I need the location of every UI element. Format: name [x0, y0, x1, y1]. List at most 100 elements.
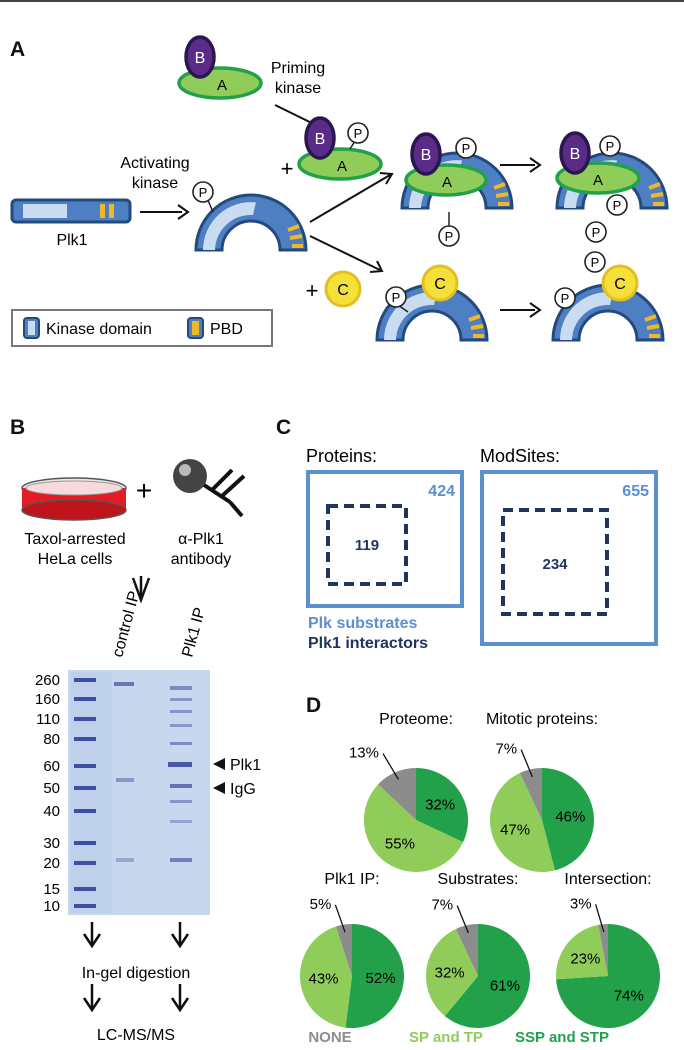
lc-ms-label: LC-MS/MS [97, 1027, 175, 1044]
pie-label-ssp_stp-3: 61% [490, 978, 520, 995]
mw-50: 50 [43, 780, 60, 797]
mw-20: 20 [43, 855, 60, 872]
plk1-band-label: Plk1 [230, 757, 261, 774]
pie-slice-none-2 [335, 924, 352, 976]
antibody-icon [173, 459, 246, 518]
proteins-inner-count: 119 [355, 537, 379, 554]
mw-60: 60 [43, 758, 60, 775]
pie-leader-0 [382, 753, 400, 780]
pie-leader-3 [456, 905, 469, 934]
modsites-title: ModSites: [480, 446, 560, 466]
pie-leader-2 [334, 904, 346, 933]
pie-label-ssp_stp-2: 52% [366, 970, 396, 987]
activating-kinase-label-1: Activating [120, 155, 189, 172]
mw-110: 110 [36, 711, 60, 728]
protein-c: C [324, 270, 362, 308]
pie-label-sp_tp-1: 47% [500, 822, 530, 839]
plk1-ab-complex-2: B A [555, 131, 669, 243]
svg-text:A: A [337, 158, 347, 175]
gel-image [68, 670, 210, 915]
panel-c-letter: C [276, 416, 292, 439]
pie-slice-sp_tp-2 [300, 926, 352, 1028]
igg-band-label: IgG [230, 781, 256, 798]
svg-text:C: C [614, 276, 626, 293]
pie-title-4: Intersection: [564, 871, 651, 888]
pie-label-sp_tp-0: 55% [385, 836, 415, 853]
svg-text:B: B [421, 147, 432, 164]
proteins-outer-count: 424 [428, 483, 455, 500]
pie-title-0: Proteome: [379, 711, 453, 728]
petri-dish-icon [21, 477, 127, 521]
mw-80: 80 [43, 731, 60, 748]
pie-legend-2: SSP and STP [515, 1029, 609, 1046]
pie-label-none-4: 3% [570, 895, 592, 912]
pie-slice-none-1 [519, 768, 542, 820]
plus-sign: + [281, 156, 294, 181]
priming-kinase-label-2: kinase [275, 80, 321, 97]
plk1-band-pointer [213, 758, 225, 770]
mw-30: 30 [43, 835, 60, 852]
panel-a-legend: Kinase domain PBD [11, 309, 273, 347]
pie-label-none-1: 7% [495, 741, 517, 758]
panel-b-diagram: + Taxol-arrested HeLa cells α-Plk1 antib… [21, 459, 261, 1044]
panel-d-letter: D [306, 694, 322, 717]
legend-plk-substrates: Plk substrates [308, 615, 417, 632]
pie-title-1: Mitotic proteins: [486, 711, 598, 728]
priming-kinase-label-1: Priming [271, 60, 325, 77]
phospho-site-icon [192, 181, 214, 203]
antibody-label-1: α-Plk1 [178, 531, 224, 548]
pie-label-ssp_stp-1: 46% [555, 808, 585, 825]
pie-leader-4 [594, 904, 605, 933]
panel-d-pies: Proteome: 32% 55% 13% Mitotic proteins: 46% 47… [300, 711, 660, 1046]
pie-slice-ssp_stp-0 [416, 768, 468, 843]
pie-label-none-2: 5% [310, 896, 332, 913]
panel-a-letter: A [10, 38, 26, 61]
proteins-outer-box [306, 470, 464, 608]
mw-10: 10 [43, 898, 60, 915]
pie-slice-ssp_stp-2 [345, 924, 405, 1028]
plus-sign-2: + [306, 278, 319, 303]
pie-legend-0: NONE [308, 1029, 351, 1046]
cells-label-1: Taxol-arrested [24, 531, 125, 548]
svg-text:A: A [593, 172, 603, 189]
igg-band-pointer [213, 782, 225, 794]
pie-slice-sp_tp-4 [556, 924, 608, 980]
pie-slice-none-0 [378, 768, 416, 820]
modsites-outer-box [480, 470, 658, 646]
primed-kinase-complex: B A [297, 116, 383, 181]
svg-text:B: B [315, 131, 326, 148]
plk1-c-complex-1: C [375, 264, 489, 342]
pie-label-none-0: 13% [349, 745, 379, 762]
pie-slice-ssp_stp-3 [444, 924, 530, 1028]
plk1-c-complex-2: C [551, 251, 665, 342]
svg-text:A: A [217, 77, 227, 94]
plk1-label: Plk1 [56, 232, 87, 249]
top-rule [0, 0, 684, 2]
pie-label-sp_tp-3: 32% [435, 964, 465, 981]
mw-160: 160 [35, 691, 60, 708]
proteins-inner-box [326, 504, 408, 586]
plus-sign-b: + [136, 475, 152, 506]
pie-slice-none-3 [455, 924, 478, 976]
pie-label-sp_tp-4: 23% [570, 950, 600, 967]
pie-slice-none-4 [598, 924, 608, 976]
pie-legend-1: SP and TP [409, 1029, 483, 1046]
svg-text:Kinase domain: Kinase domain [46, 321, 152, 338]
svg-text:PBD: PBD [210, 321, 243, 338]
activating-kinase-label-2: kinase [132, 175, 178, 192]
modsites-inner-count: 234 [542, 556, 568, 573]
pie-title-3: Substrates: [438, 871, 519, 888]
mw-15: 15 [43, 881, 60, 898]
lane-label-plk1: Plk1 IP [179, 606, 209, 659]
pie-title-2: Plk1 IP: [324, 871, 379, 888]
antibody-label-2: antibody [171, 551, 232, 568]
modsites-inner-box [501, 508, 609, 616]
pie-slice-ssp_stp-1 [542, 768, 594, 871]
pie-slice-sp_tp-1 [490, 772, 555, 872]
mw-40: 40 [43, 803, 60, 820]
pie-slice-ssp_stp-4 [556, 924, 660, 1028]
lane-label-control: control IP [109, 589, 143, 659]
svg-text:C: C [337, 282, 349, 299]
plk1-linear-bar [10, 198, 132, 224]
pie-slice-sp_tp-3 [426, 928, 478, 1017]
